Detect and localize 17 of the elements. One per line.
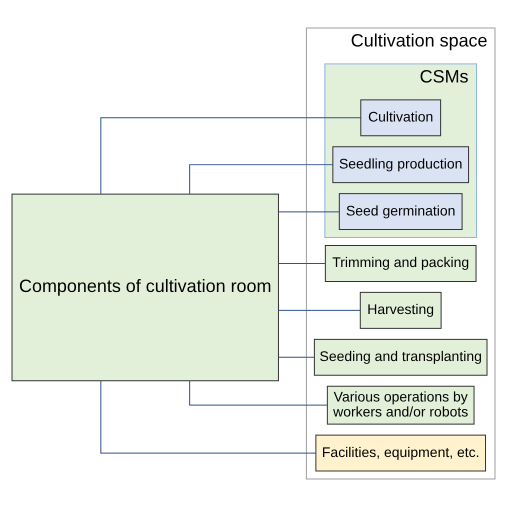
node-box: Components of cultivation room [12, 194, 279, 382]
connector [189, 380, 328, 406]
node-box: Cultivation [360, 99, 442, 136]
node-box: Facilities, equipment, etc. [315, 434, 486, 472]
node-box: Seedling production [332, 146, 470, 184]
connector [100, 117, 362, 194]
node-box: Harvesting [360, 292, 442, 329]
connector [278, 356, 315, 358]
node-box: Various operations by workers and/or robots [326, 386, 475, 425]
node-box: Trimming and packing [324, 245, 477, 282]
connector [278, 310, 361, 311]
connector [278, 211, 340, 212]
node-box: Seed germination [338, 193, 463, 230]
connector [100, 380, 316, 454]
connector [189, 164, 334, 195]
node-box: Seeding and transplanting [314, 338, 488, 376]
connector [278, 262, 326, 264]
